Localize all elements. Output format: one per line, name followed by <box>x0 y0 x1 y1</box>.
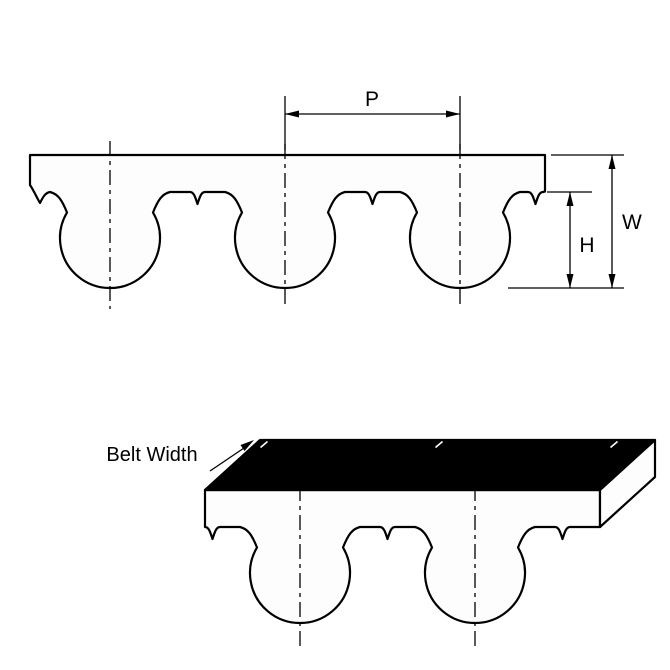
pitch-dimension: P <box>284 88 461 150</box>
arrowhead <box>446 110 460 118</box>
top-face-seam-tick <box>609 440 619 449</box>
arrowhead <box>285 110 299 118</box>
arrowhead <box>566 274 574 288</box>
arrowhead <box>240 440 254 451</box>
belt-front-profile <box>203 488 602 625</box>
belt-width-callout: Belt Width <box>106 440 254 472</box>
belt-top-face <box>203 438 657 492</box>
tooth-height-label: H <box>579 234 594 257</box>
belt-profile-outline <box>28 153 547 290</box>
arrowhead <box>608 274 616 288</box>
arrowhead <box>608 155 616 169</box>
tooth-height-dimension: H <box>547 191 595 288</box>
profile-view: P W H <box>28 88 642 309</box>
belt-thickness-dimension: W <box>508 154 642 289</box>
pitch-label: P <box>365 88 379 111</box>
top-face-seam-tick <box>259 440 269 449</box>
belt-thickness-label: W <box>622 211 642 234</box>
isometric-view: Belt Width <box>106 438 657 647</box>
arrowhead <box>566 192 574 206</box>
belt-width-arrow <box>209 447 245 472</box>
belt-width-label: Belt Width <box>106 444 197 466</box>
top-face-seam-tick <box>434 440 444 449</box>
belt-end-face <box>598 438 657 529</box>
